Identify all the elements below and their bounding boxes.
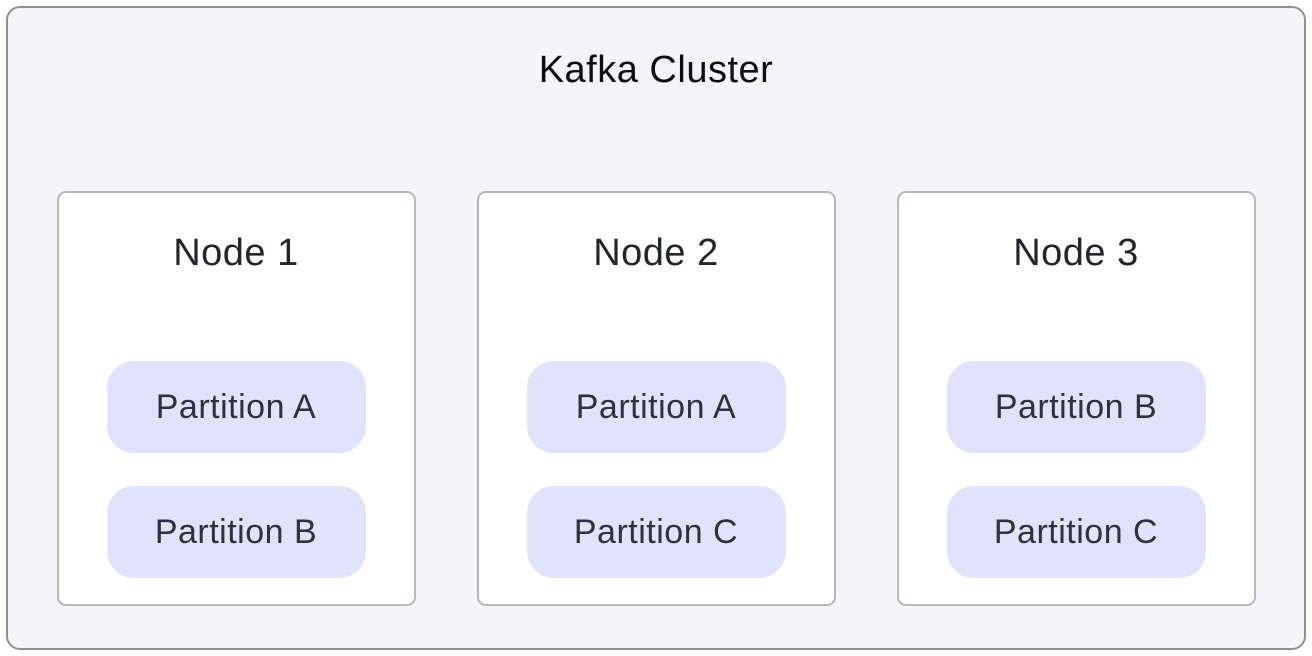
partition-list: Partition A Partition B bbox=[106, 361, 366, 578]
partition-pill: Partition C bbox=[526, 486, 786, 578]
node-card-2: Node 2 Partition A Partition C bbox=[476, 191, 836, 606]
partition-pill: Partition A bbox=[526, 361, 786, 453]
partition-pill: Partition C bbox=[946, 486, 1206, 578]
node-label: Node 3 bbox=[1013, 232, 1139, 274]
node-label: Node 1 bbox=[173, 232, 299, 274]
node-label: Node 2 bbox=[593, 232, 719, 274]
partition-pill: Partition B bbox=[106, 486, 366, 578]
partition-pill: Partition B bbox=[946, 361, 1206, 453]
node-card-3: Node 3 Partition B Partition C bbox=[896, 191, 1256, 606]
node-card-1: Node 1 Partition A Partition B bbox=[56, 191, 416, 606]
nodes-row: Node 1 Partition A Partition B Node 2 Pa… bbox=[56, 191, 1256, 606]
kafka-cluster-container: Kafka Cluster Node 1 Partition A Partiti… bbox=[6, 6, 1306, 650]
cluster-title: Kafka Cluster bbox=[538, 49, 774, 91]
partition-list: Partition B Partition C bbox=[946, 361, 1206, 578]
partition-list: Partition A Partition C bbox=[526, 361, 786, 578]
partition-pill: Partition A bbox=[106, 361, 366, 453]
